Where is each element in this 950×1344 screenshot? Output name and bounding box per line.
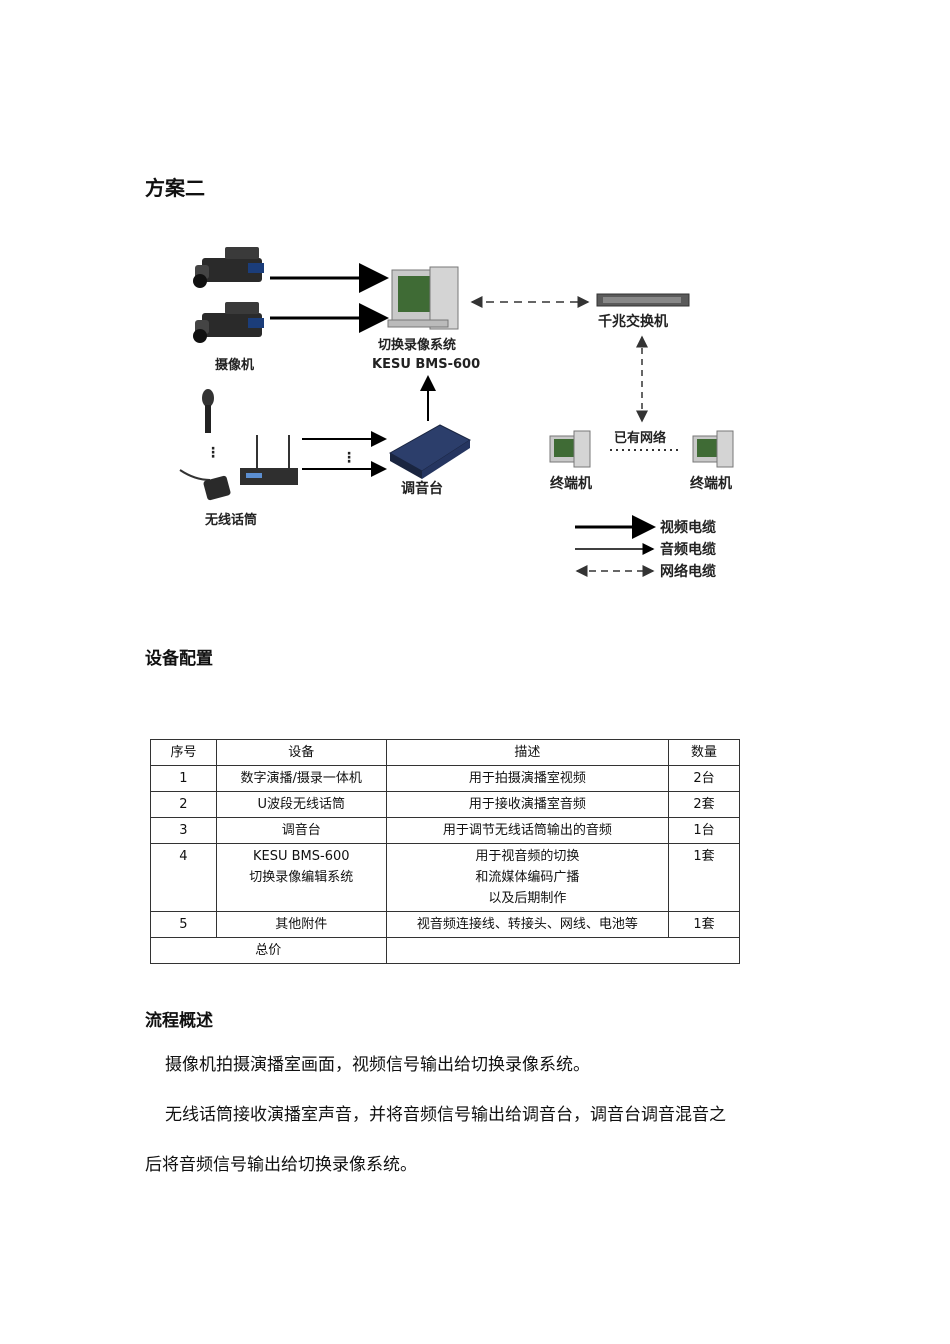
cell-qty: 2套 bbox=[668, 791, 740, 818]
computer-icon bbox=[387, 266, 459, 330]
page-title: 方案二 bbox=[145, 176, 205, 200]
legend: 视频电缆 音频电缆 网络电缆 bbox=[575, 515, 716, 580]
equipment-table: 序号 设备 描述 数量 1 数字演播/摄录一体机 用于拍摄演播室视频 2台 2 U波段无线… bbox=[150, 739, 741, 964]
cell-qty: 1套 bbox=[668, 911, 740, 938]
total-label: 总价 bbox=[150, 937, 387, 964]
svg-text:⋮: ⋮ bbox=[206, 445, 220, 461]
recorder-label: 切换录像系统 bbox=[378, 337, 456, 353]
table-row: 4 KESU BMS-600 切换录像编辑系统 用于视音频的切换和流媒体编码广播以及后… bbox=[150, 843, 740, 912]
camera-icon bbox=[193, 302, 264, 343]
legend-network: 网络电缆 bbox=[660, 563, 716, 580]
cell-no: 4 bbox=[150, 843, 217, 912]
cell-device-line: U波段无线话筒 bbox=[257, 797, 345, 812]
switch-label: 千兆交换机 bbox=[598, 313, 668, 330]
lavalier-mic-icon bbox=[179, 469, 231, 501]
header-qty: 数量 bbox=[668, 739, 740, 766]
mic-label: 无线话筒 bbox=[204, 512, 257, 528]
cell-device: 调音台 bbox=[215, 817, 387, 844]
legend-video: 视频电缆 bbox=[660, 519, 716, 536]
cell-device-line: KESU BMS-600 bbox=[252, 849, 350, 864]
recorder-model-label: KESU BMS-600 bbox=[372, 357, 480, 372]
cell-device: 其他附件 bbox=[215, 911, 387, 938]
terminal-computer-icon bbox=[692, 430, 734, 468]
cell-no: 5 bbox=[150, 911, 217, 938]
cell-desc-line: 用于视音频的切换 bbox=[475, 849, 580, 864]
system-diagram: 摄像机 切换录像系统 KESU BMS-600 千兆交换机 ⋮ 无线话筒 bbox=[179, 247, 734, 580]
cell-desc-line: 以及后期制作 bbox=[488, 891, 567, 906]
svg-text:⋮: ⋮ bbox=[342, 450, 356, 466]
cell-desc-line: 用于调节无线话筒输出的音频 bbox=[442, 823, 612, 838]
cell-device-line: 数字演播/摄录一体机 bbox=[240, 771, 362, 786]
mixer-label: 调音台 bbox=[401, 480, 443, 497]
cell-device: U波段无线话筒 bbox=[215, 791, 387, 818]
terminal-left-label: 终端机 bbox=[550, 475, 592, 492]
terminal-right-label: 终端机 bbox=[690, 475, 732, 492]
switch-icon bbox=[596, 293, 690, 307]
table-row: 5 其他附件 视音频连接线、转接头、网线、电池等 1套 bbox=[150, 911, 740, 938]
network-label: 已有网络 bbox=[614, 430, 666, 446]
cell-desc: 用于调节无线话筒输出的音频 bbox=[385, 817, 670, 844]
cell-device-line: 切换录像编辑系统 bbox=[249, 870, 354, 885]
table-header-row: 序号 设备 描述 数量 bbox=[150, 739, 740, 766]
cell-desc: 用于接收演播室音频 bbox=[385, 791, 670, 818]
camera-icon bbox=[193, 247, 264, 288]
mixer-icon bbox=[388, 424, 472, 479]
cell-qty: 1套 bbox=[668, 843, 740, 912]
total-value bbox=[385, 937, 741, 964]
process-paragraph-2-line-1: 无线话筒接收演播室声音，并将音频信号输出给调音台，调音台调音混音之 bbox=[165, 1105, 726, 1125]
table-row: 2 U波段无线话筒 用于接收演播室音频 2套 bbox=[150, 791, 740, 818]
cell-desc: 视音频连接线、转接头、网线、电池等 bbox=[385, 911, 670, 938]
cell-qty: 2台 bbox=[668, 765, 740, 792]
cell-no: 1 bbox=[150, 765, 217, 792]
cell-desc-line: 用于接收演播室音频 bbox=[468, 797, 586, 812]
process-heading: 流程概述 bbox=[145, 1011, 213, 1031]
receiver-icon bbox=[240, 435, 298, 485]
header-no: 序号 bbox=[150, 739, 217, 766]
cell-desc: 用于视音频的切换和流媒体编码广播以及后期制作 bbox=[385, 843, 670, 912]
cell-desc-line: 和流媒体编码广播 bbox=[475, 870, 580, 885]
terminal-computer-icon bbox=[549, 430, 591, 468]
cell-no: 3 bbox=[150, 817, 217, 844]
table-row: 3 调音台 用于调节无线话筒输出的音频 1台 bbox=[150, 817, 740, 844]
header-device: 设备 bbox=[215, 739, 387, 766]
cell-no: 2 bbox=[150, 791, 217, 818]
cell-device: 数字演播/摄录一体机 bbox=[215, 765, 387, 792]
process-paragraph-1: 摄像机拍摄演播室画面，视频信号输出给切换录像系统。 bbox=[165, 1055, 590, 1075]
cell-device: KESU BMS-600 切换录像编辑系统 bbox=[215, 843, 387, 912]
cell-desc-line: 用于拍摄演播室视频 bbox=[468, 771, 586, 786]
legend-audio: 音频电缆 bbox=[660, 541, 716, 558]
cell-device-line: 其他附件 bbox=[275, 917, 328, 932]
header-desc: 描述 bbox=[385, 739, 670, 766]
process-paragraph-2-line-2: 后将音频信号输出给切换录像系统。 bbox=[145, 1155, 417, 1175]
cell-device-line: 调音台 bbox=[281, 823, 321, 838]
table-row: 1 数字演播/摄录一体机 用于拍摄演播室视频 2台 bbox=[150, 765, 740, 792]
microphone-icon bbox=[202, 389, 214, 433]
cell-desc: 用于拍摄演播室视频 bbox=[385, 765, 670, 792]
equipment-heading: 设备配置 bbox=[145, 649, 213, 669]
cell-qty: 1台 bbox=[668, 817, 740, 844]
cell-desc-line: 视音频连接线、转接头、网线、电池等 bbox=[416, 917, 638, 932]
camera-label: 摄像机 bbox=[215, 357, 254, 373]
table-total-row: 总价 bbox=[150, 937, 741, 964]
